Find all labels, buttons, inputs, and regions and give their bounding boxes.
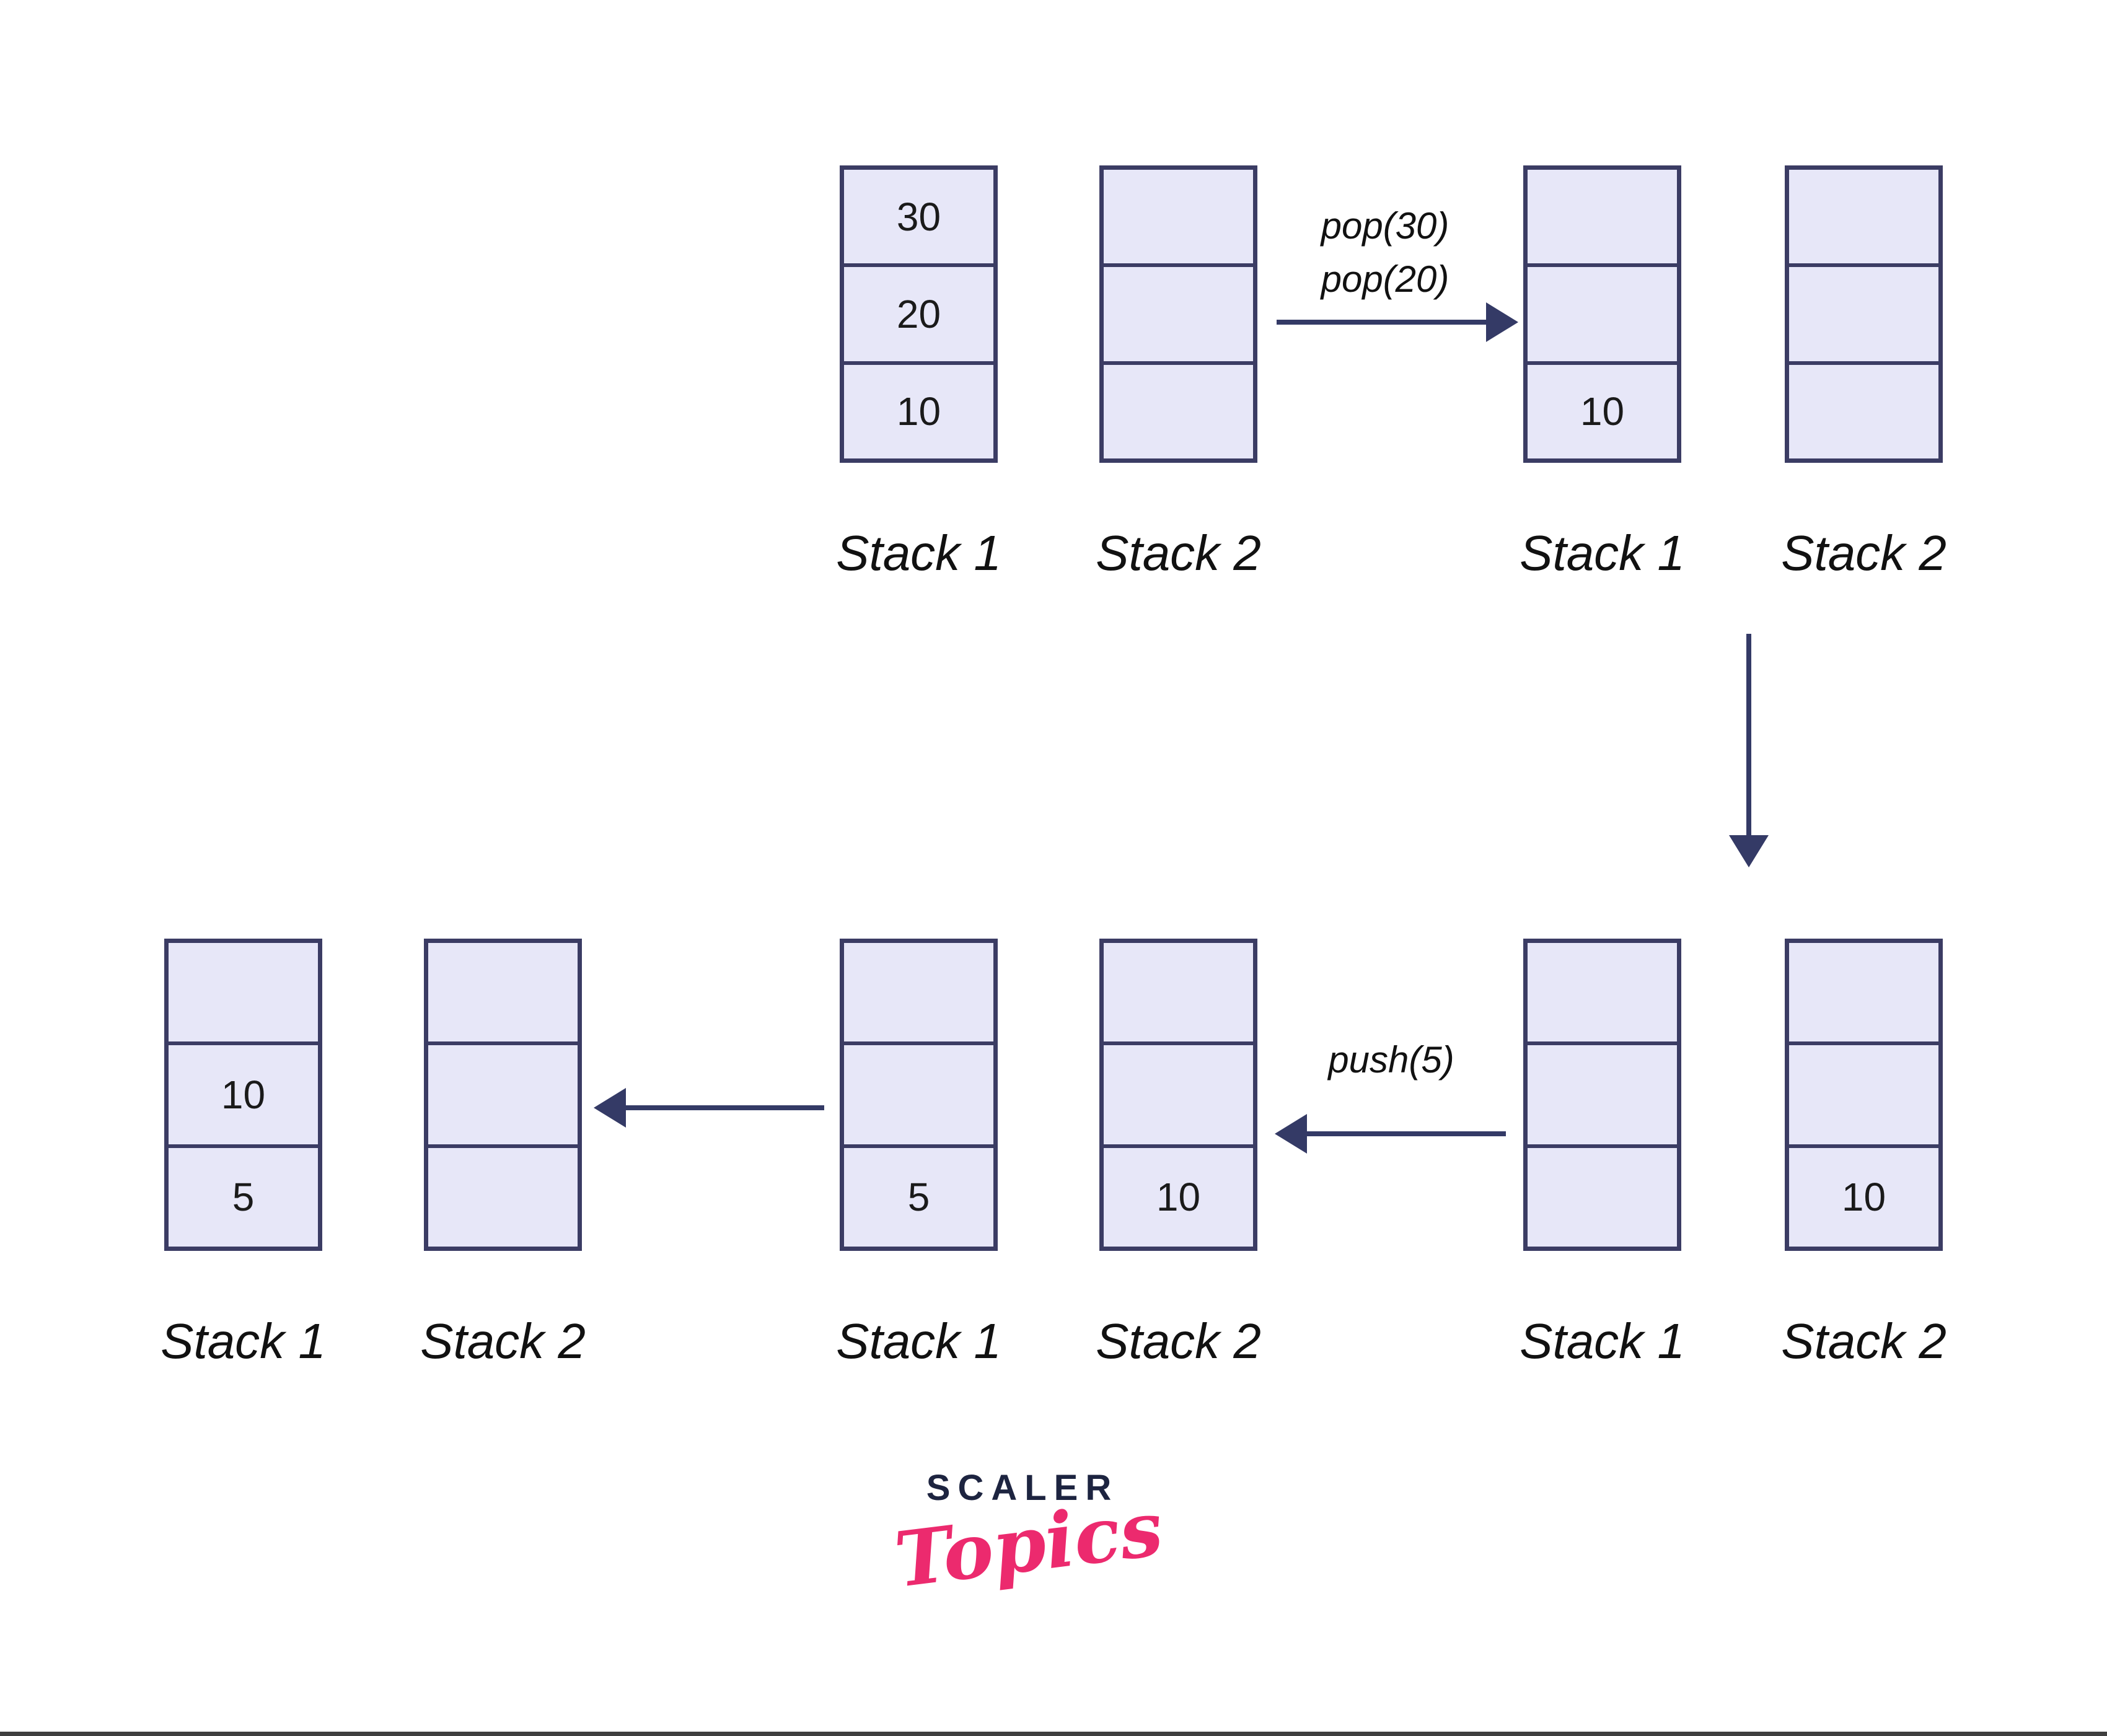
stack-cell xyxy=(844,943,993,1041)
stack-box xyxy=(1523,939,1681,1251)
stack-cell xyxy=(428,1041,578,1144)
stack-cell: 5 xyxy=(844,1144,993,1247)
down-arrow-head xyxy=(1729,835,1769,867)
scaler-wordmark: SCALER xyxy=(926,1468,1119,1508)
stack-cell xyxy=(1104,943,1253,1041)
stack-box: 10 xyxy=(1099,939,1257,1251)
stack-box: 10 xyxy=(1785,939,1943,1251)
stack-cell xyxy=(1789,361,1938,458)
stack-cell xyxy=(428,943,578,1041)
stack-cell xyxy=(844,1041,993,1144)
stack-label: Stack 2 xyxy=(420,1313,586,1369)
stack-cell xyxy=(1104,361,1253,458)
stack-cell xyxy=(1104,1041,1253,1144)
stack-cell xyxy=(1528,943,1677,1041)
stack-label: Stack 1 xyxy=(1520,525,1685,581)
stack-cell xyxy=(1528,1144,1677,1247)
pop-arrow-label: pop(30) pop(20) xyxy=(1321,199,1449,306)
push-arrow-head xyxy=(1275,1114,1307,1154)
stack-label: Stack 2 xyxy=(1781,1313,1946,1369)
stack-cell xyxy=(169,943,318,1041)
stack-cell xyxy=(1104,170,1253,263)
stack-box: 5 xyxy=(840,939,998,1251)
operation-label-line: pop(20) xyxy=(1321,258,1449,300)
stack-cell xyxy=(1789,263,1938,361)
stack-label: Stack 1 xyxy=(161,1313,326,1369)
stack-cell: 20 xyxy=(844,263,993,361)
stack-box xyxy=(424,939,582,1251)
stack-label: Stack 2 xyxy=(1096,525,1261,581)
operation-label-line: pop(30) xyxy=(1321,205,1449,247)
stack-box xyxy=(1099,165,1257,463)
stack-cell xyxy=(428,1144,578,1247)
stack-cell xyxy=(1104,263,1253,361)
stack-cell xyxy=(1528,170,1677,263)
stack-cell: 10 xyxy=(1104,1144,1253,1247)
operation-label-line: push(5) xyxy=(1328,1039,1454,1081)
stack-cell: 30 xyxy=(896,194,941,239)
stack-cell: 10 xyxy=(1528,361,1677,458)
stack-label: Stack 1 xyxy=(1520,1313,1685,1369)
stack-cell xyxy=(1789,170,1938,263)
stack-label: Stack 2 xyxy=(1781,525,1946,581)
pop-arrow-head xyxy=(1486,302,1518,342)
stack-label: Stack 1 xyxy=(836,1313,1001,1369)
stack-cell: 5 xyxy=(169,1144,318,1247)
transfer-arrow-head xyxy=(594,1088,626,1128)
stack-cell: 10 xyxy=(844,361,993,458)
stack-cell xyxy=(1528,263,1677,361)
stack-cell xyxy=(1789,1041,1938,1144)
stack-box xyxy=(1785,165,1943,463)
stack-cell xyxy=(1789,943,1938,1041)
stack-cell: 10 xyxy=(1789,1144,1938,1247)
stack-label: Stack 1 xyxy=(836,525,1001,581)
stack-cell: 10 xyxy=(169,1041,318,1144)
push-arrow-label: push(5) xyxy=(1328,1033,1454,1087)
stack-cell xyxy=(1528,1041,1677,1144)
stack-box: 10 xyxy=(1523,165,1681,463)
bottom-divider xyxy=(0,1732,2107,1736)
stack-label: Stack 2 xyxy=(1096,1313,1261,1369)
